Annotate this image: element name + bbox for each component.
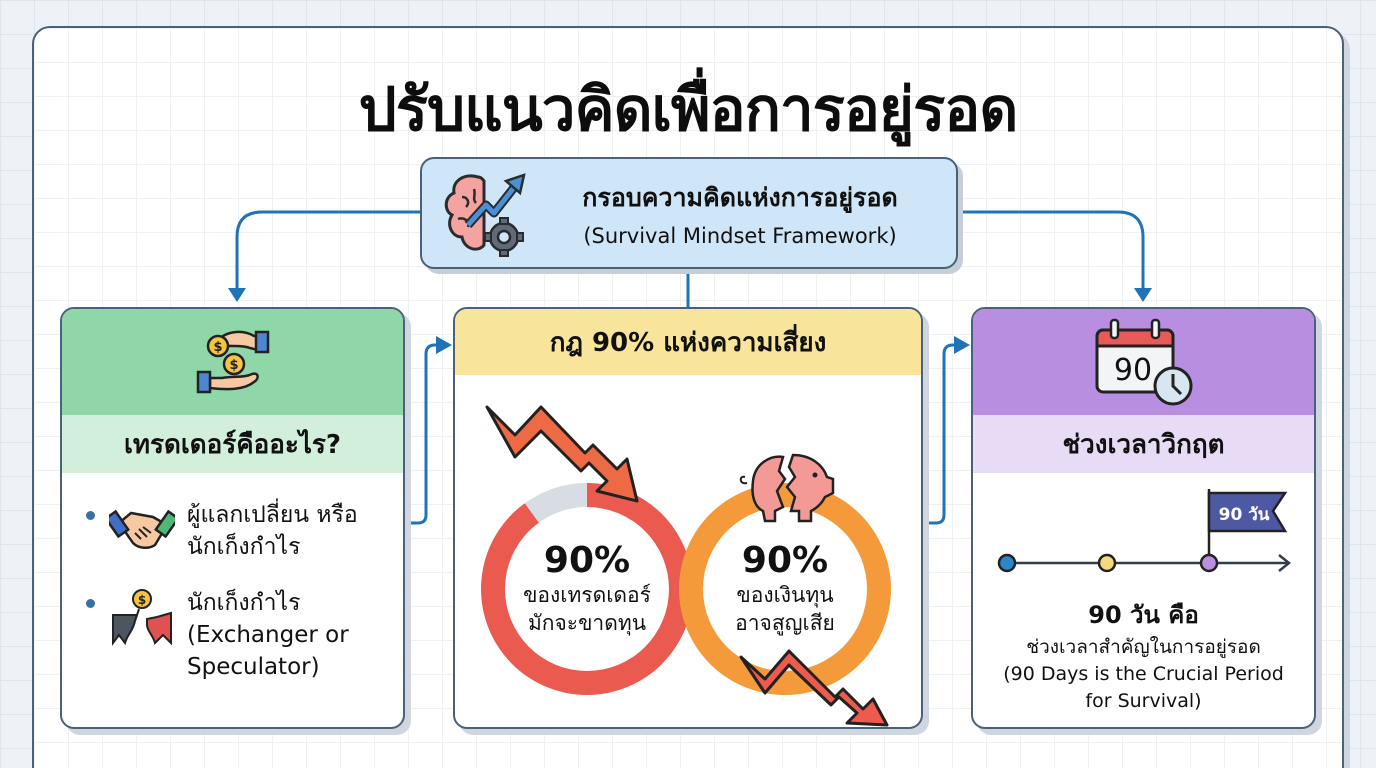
framework-box: กรอบความคิดแห่งการอยู่รอด (Survival Mind… — [420, 157, 958, 269]
svg-text:$: $ — [138, 593, 146, 607]
framework-title-th: กรอบความคิดแห่งการอยู่รอด — [582, 183, 898, 212]
caption-line-1: ช่วงเวลาสำคัญในการอยู่รอด — [1026, 636, 1261, 658]
timeline-point-end — [1199, 553, 1219, 573]
broken-piggy-bank-icon — [739, 453, 835, 523]
ring-label-1: ของเทรดเดอร์ — [523, 583, 651, 607]
caption-heading: 90 วัน คือ — [1088, 601, 1199, 629]
handshake-icon — [109, 509, 175, 549]
card-heading: ช่วงเวลาวิกฤต — [973, 415, 1314, 473]
timeline-caption: 90 วัน คือ ช่วงเวลาสำคัญในการอยู่รอด (90… — [973, 595, 1314, 715]
ring-value: 90% — [741, 540, 829, 581]
falling-arrow-icon — [485, 405, 639, 503]
caption-line-2: (90 Days is the Crucial Period — [1003, 663, 1284, 685]
caption-line-3: for Survival) — [1085, 690, 1202, 712]
bull-bear-coin-icon: $ — [112, 589, 172, 646]
crisis-period-card: 90 ช่วงเวลาวิกฤต 90 วัน 90 วัน คือ ช่วงเ… — [971, 307, 1316, 729]
calendar-number: 90 — [1113, 353, 1151, 388]
bullet-dot — [86, 599, 95, 608]
ring-label-2: อาจสูญเสีย — [735, 611, 835, 635]
ring-label-1: ของเงินทุน — [736, 583, 834, 607]
timeline-point-mid — [1097, 553, 1117, 573]
card-heading: เทรดเดอร์คืออะไร? — [62, 415, 403, 473]
framework-title-en: (Survival Mindset Framework) — [583, 224, 897, 248]
item-line-1: ผู้แลกเปลี่ยน หรือ — [187, 502, 358, 528]
timeline-point-start — [997, 553, 1017, 573]
risk-rule-card: กฎ 90% แห่งความเสี่ยง 90% ของเทรดเดอร์ ม… — [453, 307, 923, 729]
card-icon-band: 90 — [973, 309, 1314, 415]
trader-definition-card: $ $ เทรดเดอร์คืออะไร? ผู้แลกเปลี่ยน หรือ… — [60, 307, 405, 729]
timeline: 90 วัน — [973, 473, 1314, 593]
card-icon-band: $ $ — [62, 309, 403, 415]
traders-loss-ring: 90% ของเทรดเดอร์ มักจะขาดทุน — [481, 483, 693, 695]
flag-icon — [1207, 491, 1288, 533]
list-item: $ นักเก็งกำไร (Exchanger or Speculator) — [86, 587, 403, 683]
svg-text:$: $ — [213, 340, 222, 355]
brain-growth-gear-icon — [440, 167, 536, 259]
capital-loss-ring: 90% ของเงินทุน อาจสูญเสีย — [679, 483, 891, 695]
svg-text:$: $ — [229, 358, 238, 373]
item-line-3: Speculator) — [187, 654, 320, 680]
calendar-90-clock-icon: 90 — [1095, 318, 1192, 406]
falling-arrow-icon — [739, 649, 889, 727]
page-title: ปรับแนวคิดเพื่อการอยู่รอด — [358, 75, 1019, 145]
bullet-dot — [86, 511, 95, 520]
item-line-2: (Exchanger or — [187, 622, 349, 648]
list-item: ผู้แลกเปลี่ยน หรือ นักเก็งกำไร — [86, 499, 403, 563]
item-line-1: นักเก็งกำไร — [187, 590, 301, 616]
ring-value: 90% — [543, 540, 631, 581]
card-heading: กฎ 90% แห่งความเสี่ยง — [455, 309, 921, 375]
ring-label-2: มักจะขาดทุน — [527, 611, 647, 635]
item-line-2: นักเก็งกำไร — [187, 534, 301, 560]
flag-label: 90 วัน — [1218, 505, 1270, 525]
hands-exchanging-coins-icon: $ $ — [196, 330, 269, 394]
